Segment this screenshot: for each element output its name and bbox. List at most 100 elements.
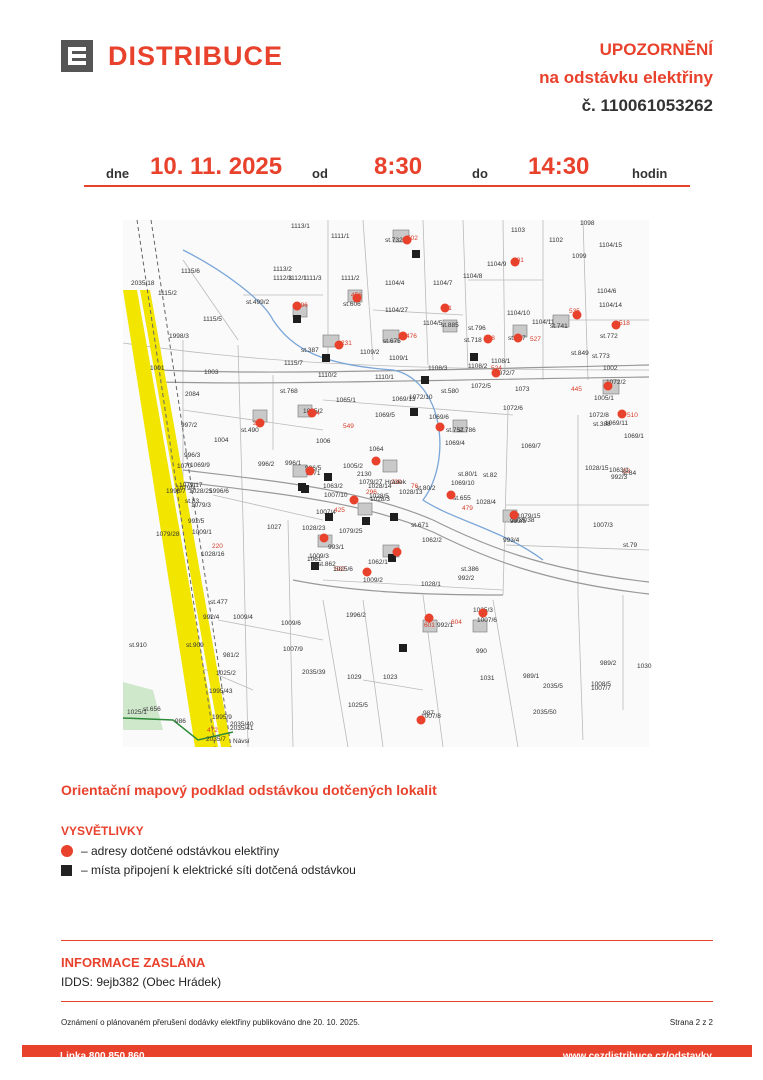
connection-point-square <box>388 554 396 562</box>
notice-title: UPOZORNĚNÍ <box>599 40 713 59</box>
parcel-label: 1110/2 <box>318 372 337 379</box>
hours-label: hodin <box>632 166 668 181</box>
parcel-label: 472 <box>207 727 218 734</box>
parcel-label: st.477 <box>210 599 228 606</box>
parcel-label: 1063/1 <box>609 467 629 474</box>
parcel-label: 992/3 <box>611 474 628 481</box>
connection-point-square <box>390 513 398 521</box>
legend-square-text: – místa připojení k elektrické síti dotč… <box>81 863 356 877</box>
parcel-label: st.388 <box>593 421 611 428</box>
parcel-label: 1113/1 <box>291 223 310 230</box>
black-square-icon <box>61 864 72 876</box>
parcel-label: 997/2 <box>181 422 198 429</box>
outage-address-dot <box>478 608 488 618</box>
parcel-label: st.757 <box>446 427 464 434</box>
parcel-label: 1005/1 <box>594 395 614 402</box>
parcel-label: 1104/10 <box>507 310 530 317</box>
parcel-label: 1110/1 <box>375 374 394 381</box>
parcel-label: 604 <box>451 619 462 626</box>
parcel-label: 445 <box>571 386 582 393</box>
parcel-label: 549 <box>343 423 354 430</box>
parcel-label: 1007/6 <box>477 617 497 624</box>
parcel-label: 1009/1 <box>192 529 212 536</box>
outage-address-dot <box>509 510 519 520</box>
outage-schedule: dne 10. 11. 2025 od 8:30 do 14:30 hodin <box>84 152 690 187</box>
parcel-label: 1104/14 <box>599 302 622 309</box>
parcel-label: 996/3 <box>184 452 201 459</box>
connection-point-square <box>325 513 333 521</box>
parcel-label: st.79 <box>623 542 637 549</box>
parcel-label: st.885 <box>441 322 459 329</box>
outage-address-dot <box>392 547 402 557</box>
parcel-label: st.84 <box>622 470 636 477</box>
parcel-label: 993/4 <box>503 537 520 544</box>
parcel-label: 1104/5 <box>423 320 443 327</box>
parcel-label: 1072/8 <box>589 412 609 419</box>
notice-heading: UPOZORNĚNÍ na odstávku elektřiny č. 1100… <box>539 36 713 120</box>
parcel-label: st.655 <box>453 495 471 502</box>
outage-address-dot <box>617 409 627 419</box>
parcel-label: 1098 <box>580 220 595 227</box>
outage-address-dot <box>352 293 362 303</box>
notice-number: č. 110061053262 <box>581 96 713 115</box>
parcel-label: 1028/4 <box>476 499 496 506</box>
parcel-label: 1109/1 <box>389 355 409 362</box>
parcel-label: st.910 <box>129 642 147 649</box>
parcel-label: 992/1 <box>437 622 454 629</box>
parcel-label: 83 <box>623 468 631 475</box>
parcel-label: 1031 <box>480 675 495 682</box>
parcel-label: 1108/3 <box>428 365 448 372</box>
parcel-label: 1004 <box>214 437 229 444</box>
parcel-label: 1002 <box>603 365 618 372</box>
date-label: dne <box>106 166 130 181</box>
parcel-label: 1104/9 <box>487 261 507 268</box>
published-note: Oznámení o plánovaném přerušení dodávky … <box>61 1018 360 1027</box>
parcel-label: 230 <box>391 479 402 486</box>
parcel-label: 1062/2 <box>422 537 442 544</box>
parcel-label: 1995/9 <box>212 714 232 721</box>
parcel-label: 1009/6 <box>281 620 301 627</box>
parcel-label: st.580 <box>441 388 459 395</box>
parcel-label: 1028/1 <box>421 581 441 588</box>
parcel-label: st.83 <box>185 498 199 505</box>
parcel-label: st.741 <box>550 323 568 330</box>
parcel-label: 1113/2 <box>273 266 292 273</box>
outage-address-dot <box>435 422 445 432</box>
footer-bar: Linka 800 850 860 www.cezdistribuce.cz/o… <box>22 1045 752 1062</box>
parcel-label: 1102 <box>549 237 563 244</box>
to-time: 14:30 <box>528 153 590 180</box>
parcel-label: 1996/6 <box>209 488 229 495</box>
parcel-label: 1079/17 <box>179 482 203 489</box>
parcel-label: 1009/2 <box>363 577 383 584</box>
parcel-label: 476 <box>406 333 417 340</box>
parcel-label: 989/2 <box>600 660 617 667</box>
parcel-label: 1079/28 <box>156 531 180 538</box>
outage-address-dot <box>483 334 493 344</box>
parcel-label: 2035/5 <box>543 683 563 690</box>
parcel-label: 992/4 <box>203 614 220 621</box>
parcel-label: 1025/1 <box>127 709 147 716</box>
parcel-label: 1007/9 <box>283 646 303 653</box>
parcel-label: 1104/15 <box>599 242 622 249</box>
parcel-label: 1028/3 <box>370 496 390 503</box>
parcel-label: 1007/4 <box>316 509 336 516</box>
outage-address-dot <box>334 340 344 350</box>
parcel-label: st.909 <box>186 642 204 649</box>
info-title: INFORMACE ZASLÁNA <box>61 955 206 970</box>
parcel-label: 1104/27 <box>385 307 408 314</box>
to-label: do <box>472 166 488 181</box>
parcel-label: 1108/2 <box>468 363 488 370</box>
connection-point-square <box>311 562 319 570</box>
parcel-label: 1070 <box>177 463 192 470</box>
parcel-label: 986 <box>175 718 186 725</box>
parcel-label: 1079/3 <box>191 502 211 509</box>
parcel-label: 1007/8 <box>421 713 441 720</box>
parcel-label: 1079/25 <box>339 528 363 535</box>
brand-name: DISTRIBUCE <box>108 40 284 71</box>
parcel-label: 2035/7 <box>206 736 226 743</box>
parcel-label: 987 <box>423 710 434 717</box>
parcel-label: 1072/6 <box>503 405 523 412</box>
parcel-label: 220 <box>212 543 223 550</box>
hotline-text: Linka 800 850 860 <box>60 1051 145 1062</box>
parcel-label: st.732 <box>385 237 403 244</box>
